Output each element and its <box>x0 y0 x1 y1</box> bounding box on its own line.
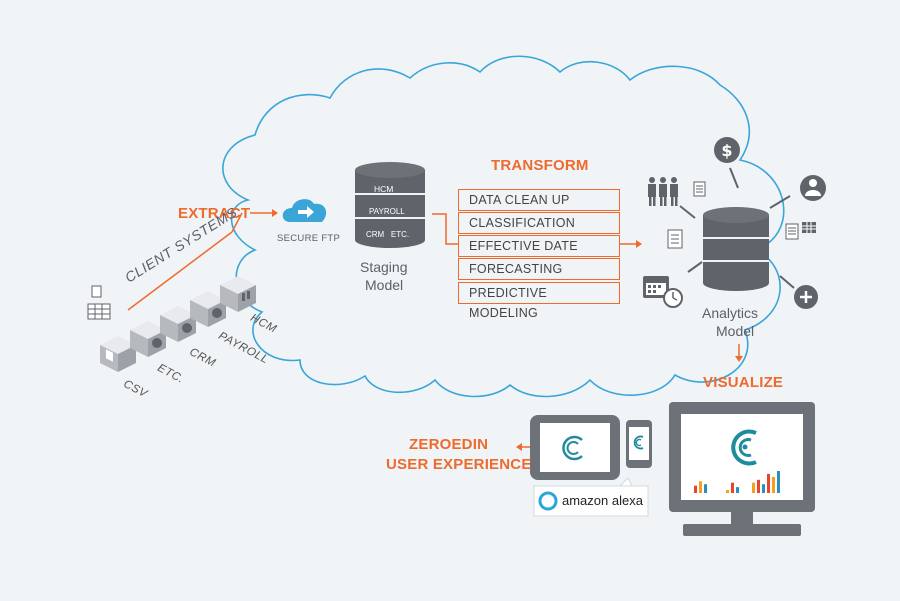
plus-icon <box>794 285 818 309</box>
visualize-label: VISUALIZE <box>703 374 784 391</box>
transform-step-effective-date: EFFECTIVE DATE <box>458 235 620 257</box>
zeroedin-line1: ZEROEDIN <box>409 436 489 453</box>
monitor-device <box>669 402 815 536</box>
analytics-title-line2: Model <box>716 323 755 339</box>
monitor-bar-chart <box>694 471 780 493</box>
chart-bar <box>736 487 739 493</box>
transform-step-classification: CLASSIFICATION <box>458 212 620 234</box>
chart-bar <box>772 476 775 493</box>
transform-step-predictive-modeling: PREDICTIVE MODELING <box>458 282 620 320</box>
chart-bar <box>731 482 734 493</box>
chart-bar <box>704 484 707 493</box>
transform-label: TRANSFORM <box>491 157 589 174</box>
zeroedin-line2: USER EXPERIENCE <box>386 456 532 473</box>
spreadsheet-document-icon <box>785 222 816 240</box>
zeroedin-logo-icon <box>562 435 583 461</box>
person-icon <box>800 175 826 201</box>
tablet-device <box>530 415 620 480</box>
chart-bar <box>762 484 765 493</box>
staging-title-line2: Model <box>365 277 404 293</box>
ux-arrow <box>516 443 532 451</box>
small-document-icon <box>91 285 102 298</box>
staging-db-label-hcm: HCM <box>374 184 394 194</box>
staging-to-transform-connector <box>432 213 458 245</box>
alexa-ring-icon <box>538 491 558 511</box>
staging-db-label-payroll: PAYROLL <box>369 207 405 216</box>
etc-box <box>130 321 166 357</box>
extract-label: EXTRACT <box>178 205 251 222</box>
analytics-database-icon <box>703 207 769 291</box>
staging-db-label-crm-etc: CRM ETC. <box>366 230 410 239</box>
csv-box <box>100 336 136 372</box>
chart-bar <box>777 471 780 493</box>
dollar-icon: $ <box>714 137 740 163</box>
document-icon <box>693 181 706 197</box>
chart-bar <box>757 479 760 493</box>
chart-bar <box>767 473 770 493</box>
report-document-icon <box>667 229 683 249</box>
zeroedin-logo-large-icon <box>731 429 757 466</box>
extract-vertical-connector <box>231 212 243 233</box>
crm-box <box>160 306 196 342</box>
analytics-title-line1: Analytics <box>702 305 759 321</box>
staging-database-icon <box>355 162 425 248</box>
client-system-boxes <box>87 276 256 372</box>
client-systems-connector <box>127 231 233 311</box>
alexa-label: amazon alexa <box>562 493 643 508</box>
chart-bar <box>752 482 755 493</box>
cloud-outline <box>222 55 785 398</box>
transform-step-forecasting: FORECASTING <box>458 258 620 280</box>
extract-arrow <box>250 209 278 217</box>
payroll-box <box>190 291 226 327</box>
svg-text:$: $ <box>721 141 732 160</box>
chart-bar <box>694 485 697 493</box>
chart-bar <box>699 481 702 493</box>
chart-bar <box>726 490 729 493</box>
secure-ftp-label: SECURE FTP <box>277 233 341 244</box>
staging-title-line1: Staging <box>360 259 408 275</box>
phone-device <box>626 420 652 468</box>
hcm-box <box>220 276 256 312</box>
transform-step-data-clean-up: DATA CLEAN UP <box>458 189 620 211</box>
analytics-to-visualize-arrow <box>735 344 743 362</box>
alexa-badge <box>533 477 649 517</box>
calendar-clock-icon <box>643 276 683 308</box>
small-spreadsheet-icon <box>87 303 111 320</box>
transform-to-analytics-arrow <box>620 240 642 248</box>
people-icon <box>648 177 678 206</box>
cloud-arrow-icon <box>282 199 327 222</box>
analytics-spokes <box>679 167 795 289</box>
